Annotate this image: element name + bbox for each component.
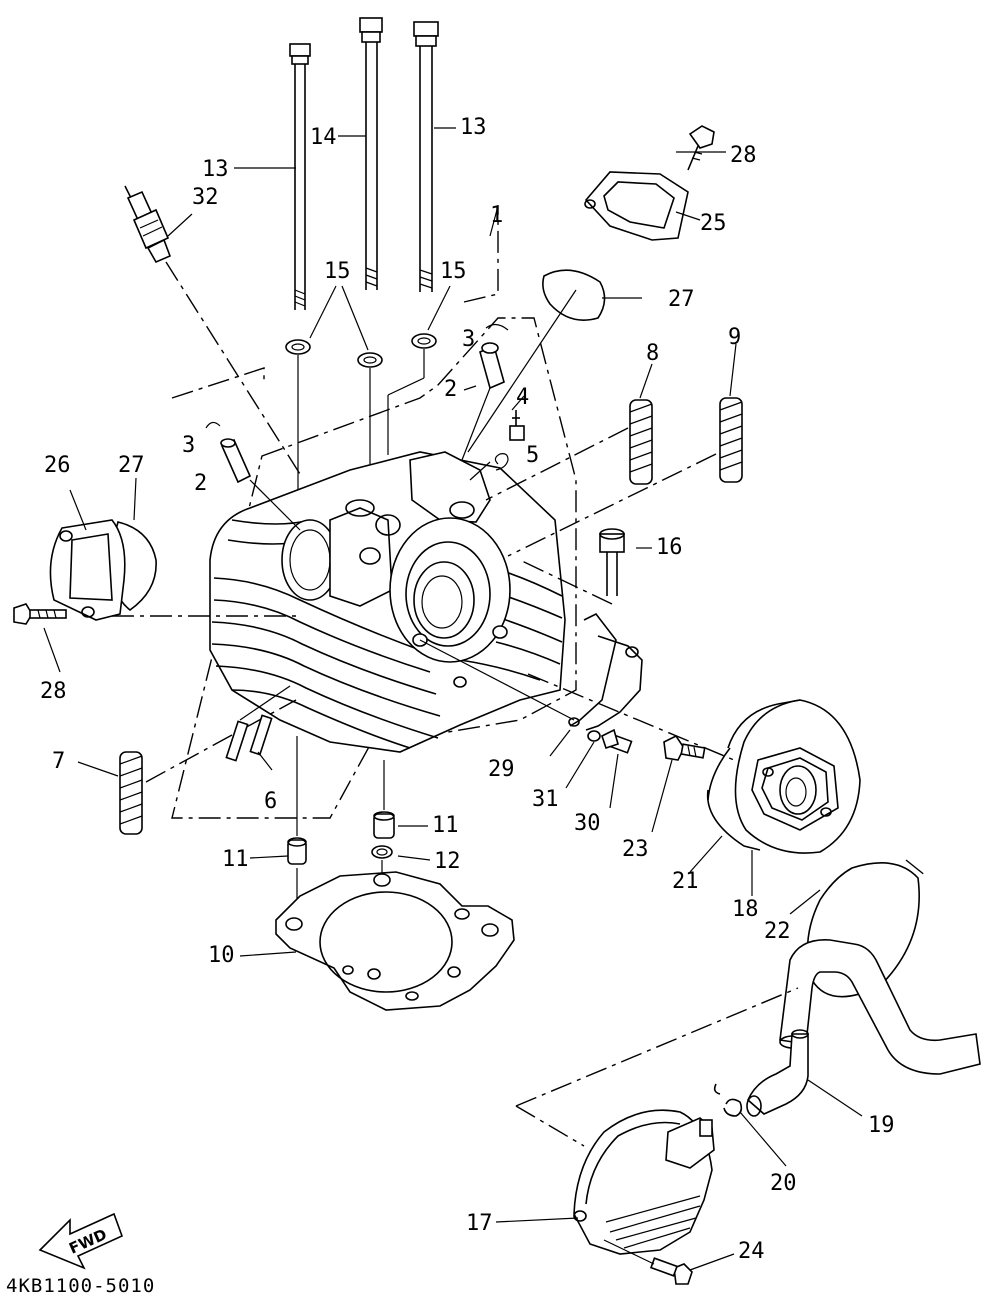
callout-15-right: 15: [440, 259, 467, 284]
callout-15-left: 15: [324, 259, 351, 284]
cam-cover: [706, 699, 920, 998]
callout-32: 32: [192, 185, 219, 210]
callout-labels: 13 14 13 32 15 15 1 28 25 27 3 2 4 5 8 9…: [40, 115, 895, 1264]
callout-12: 12: [434, 849, 461, 874]
callout-8: 8: [646, 341, 659, 366]
valve-cover: [573, 1109, 715, 1285]
callout-11-left: 11: [222, 847, 249, 872]
callout-3-left: 3: [182, 433, 195, 458]
stud-bolts: [289, 17, 439, 310]
part-number: 4KB1100-5010: [6, 1275, 155, 1297]
valve-springs: [119, 397, 743, 835]
callout-21: 21: [672, 869, 699, 894]
callout-9: 9: [728, 325, 741, 350]
callout-1: 1: [490, 203, 503, 228]
callout-28-top: 28: [730, 143, 757, 168]
breather-hose: [713, 939, 981, 1117]
spark-plug: [124, 185, 301, 475]
callout-17: 17: [466, 1211, 493, 1236]
cylinder-head: [209, 451, 566, 753]
head-gasket: [275, 871, 515, 1011]
callout-4: 4: [516, 385, 529, 410]
callout-28-left: 28: [40, 679, 67, 704]
leader-lines: [43, 127, 863, 1271]
callout-26: 26: [44, 453, 71, 478]
callout-19: 19: [868, 1113, 895, 1138]
valve-group-outline: [171, 317, 577, 819]
bolt-16: [519, 528, 625, 605]
callout-27-left: 27: [118, 453, 145, 478]
tappet-cover-left: [13, 519, 298, 625]
assembly-line-hose: [515, 987, 799, 1107]
callout-5: 5: [526, 443, 539, 468]
callout-13-right: 13: [460, 115, 487, 140]
callout-16: 16: [656, 535, 683, 560]
callout-3-top: 3: [462, 327, 475, 352]
callout-30: 30: [574, 811, 601, 836]
callout-22: 22: [764, 919, 791, 944]
forward-arrow-icon: FWD: [38, 1212, 124, 1270]
callout-6: 6: [264, 789, 277, 814]
side-gasket: [419, 612, 643, 754]
callout-27-top: 27: [668, 287, 695, 312]
callout-23: 23: [622, 837, 649, 862]
callout-14: 14: [310, 125, 337, 150]
callout-20: 20: [770, 1171, 797, 1196]
tappet-cover-top: [467, 125, 715, 453]
callout-10: 10: [208, 943, 235, 968]
dowels: [287, 736, 395, 910]
callout-11-right: 11: [432, 813, 459, 838]
callout-18: 18: [732, 897, 759, 922]
callout-31: 31: [532, 787, 559, 812]
bolt-23: [663, 734, 706, 761]
callout-29: 29: [488, 757, 515, 782]
callout-25: 25: [700, 211, 727, 236]
callout-24: 24: [738, 1239, 765, 1264]
callout-7: 7: [52, 749, 65, 774]
valve-guides: [205, 323, 525, 531]
callout-2-top: 2: [444, 377, 457, 402]
callout-13-left: 13: [202, 157, 229, 182]
callout-2-left: 2: [194, 471, 207, 496]
